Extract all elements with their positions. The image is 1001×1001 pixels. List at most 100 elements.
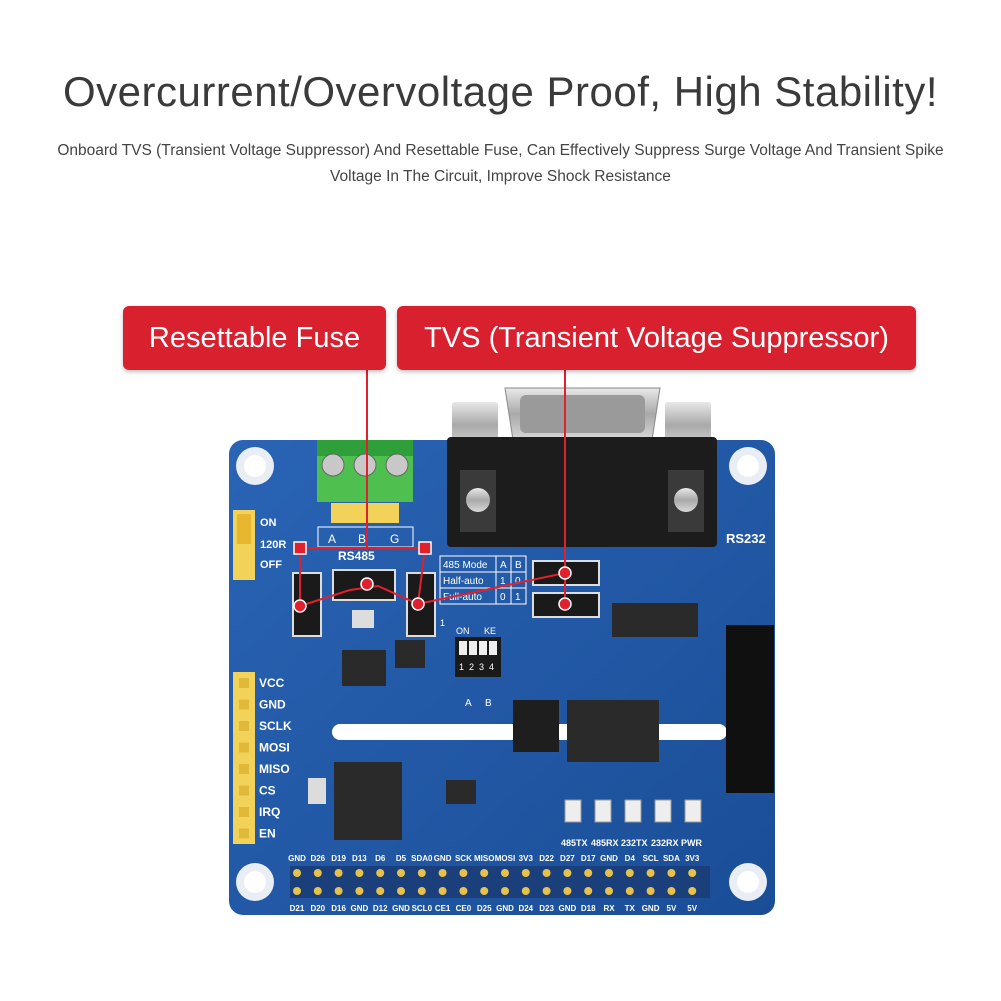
gpio-pin: [501, 869, 509, 877]
gpio-pin: [521, 887, 530, 895]
gpio-top-label: MISO: [474, 854, 494, 863]
gpio-pin: [542, 887, 551, 895]
gpio-top-label: GND: [434, 854, 452, 863]
gpio-pin: [293, 887, 301, 895]
spi-label: VCC: [259, 676, 285, 690]
gpio-pin: [584, 869, 593, 877]
mode-table: [439, 555, 527, 605]
gpio-top-label: SDA0: [411, 854, 433, 863]
mode-header-a: A: [500, 560, 507, 571]
spi-pin: [239, 721, 249, 731]
spi-pin: [239, 742, 249, 753]
gpio-top-label: GND: [288, 854, 306, 863]
spi-label: GND: [259, 698, 286, 712]
gpio-bottom-label: D16: [331, 904, 346, 913]
status-led: [594, 799, 612, 823]
gpio-pin: [667, 869, 676, 877]
jumper-off-label: OFF: [260, 559, 282, 571]
gpio-top-label: 3V3: [685, 854, 700, 863]
spi-label: MISO: [259, 762, 290, 776]
subtitle-line-1: Onboard TVS (Transient Voltage Suppresso…: [57, 142, 944, 159]
gpio-bottom-label: TX: [625, 904, 636, 913]
spi-pin: [239, 807, 249, 817]
gpio-pin: [438, 869, 447, 877]
spi-header: [233, 672, 255, 844]
gpio-pin: [625, 869, 634, 877]
gpio-bottom-label: GND: [351, 904, 369, 913]
led-label: 232RX: [651, 838, 679, 848]
gpio-pin: [376, 869, 385, 877]
gpio-pin: [605, 869, 613, 877]
led-label: PWR: [681, 838, 702, 848]
gpio-pin: [459, 869, 468, 877]
gpio-top-label: SCK: [455, 854, 472, 863]
spi-label: SCLK: [259, 719, 292, 733]
gpio-bottom-label: 5V: [687, 904, 697, 913]
gpio-pin: [584, 887, 593, 895]
db9-connector: [452, 387, 711, 448]
gpio-pin: [334, 869, 343, 877]
gpio-pin: [397, 887, 405, 895]
gpio-top-label: D26: [310, 854, 325, 863]
gpio-top-label: SCL: [643, 854, 659, 863]
mode-full-b: 1: [515, 592, 521, 603]
gpio-bottom-label: CE1: [435, 904, 451, 913]
gpio-bottom-label: D21: [290, 904, 305, 913]
led-label: 485RX: [591, 838, 619, 848]
gpio-header: [290, 866, 710, 898]
gpio-pin: [417, 887, 426, 895]
tvs-callout: TVS (Transient Voltage Suppressor): [397, 306, 916, 370]
rs232-label: RS232: [726, 531, 766, 546]
sp485-chip: [342, 650, 386, 686]
resettable-fuse-callout: Resettable Fuse: [123, 306, 386, 370]
gpio-top-label: SDA: [663, 854, 680, 863]
gpio-bottom-label: GND: [496, 904, 514, 913]
mode-header: 485 Mode: [443, 560, 488, 571]
gpio-pin: [334, 887, 343, 895]
dip-num-3: 3: [479, 662, 484, 672]
gpio-bottom-label: SCL0: [412, 904, 433, 913]
dip-bottom-a: A: [465, 698, 472, 709]
gpio-pin: [293, 869, 301, 877]
gpio-pin: [688, 869, 697, 877]
dip-left-number: 1: [440, 618, 445, 628]
page-title: Overcurrent/Overvoltage Proof, High Stab…: [62, 68, 939, 115]
mode-header-b: B: [515, 560, 522, 571]
terminal-block: [317, 440, 413, 523]
gpio-pin: [313, 869, 322, 877]
gpio-pin: [480, 887, 489, 895]
spi-label: CS: [259, 784, 276, 798]
mode-full-auto: Full-auto: [443, 592, 482, 603]
gpio-top-label: D19: [331, 854, 346, 863]
uart-chip: [567, 700, 659, 762]
spi-pin: [239, 785, 249, 796]
spi-pin: [239, 764, 249, 774]
mode-full-a: 0: [500, 592, 506, 603]
gpio-pin: [480, 869, 489, 877]
dip-ke-label: KE: [484, 626, 496, 636]
gpio-pin: [563, 887, 572, 895]
gpio-pin: [355, 869, 364, 877]
status-led: [684, 799, 702, 823]
status-led: [624, 799, 642, 823]
gpio-top-label: D13: [352, 854, 367, 863]
gpio-bottom-label: D12: [373, 904, 388, 913]
led-label: 232TX: [621, 838, 648, 848]
gpio-pin: [521, 869, 530, 877]
gpio-pin: [459, 887, 468, 895]
gpio-bottom-label: D18: [581, 904, 596, 913]
gpio-bottom-label: D20: [310, 904, 325, 913]
gpio-bottom-label: CE0: [456, 904, 472, 913]
dip-num-1: 1: [459, 662, 464, 672]
jumper-on-label: ON: [260, 517, 277, 529]
gpio-bottom-label: D23: [539, 904, 554, 913]
gpio-bottom-label: GND: [392, 904, 410, 913]
gpio-pin: [501, 887, 509, 895]
spi-pin: [239, 678, 249, 688]
gpio-bottom-label: 5V: [667, 904, 677, 913]
gpio-pin: [313, 887, 322, 895]
mode-half-b: 0: [515, 576, 521, 587]
spi-label: IRQ: [259, 805, 280, 819]
rs485-label: RS485: [338, 549, 375, 563]
